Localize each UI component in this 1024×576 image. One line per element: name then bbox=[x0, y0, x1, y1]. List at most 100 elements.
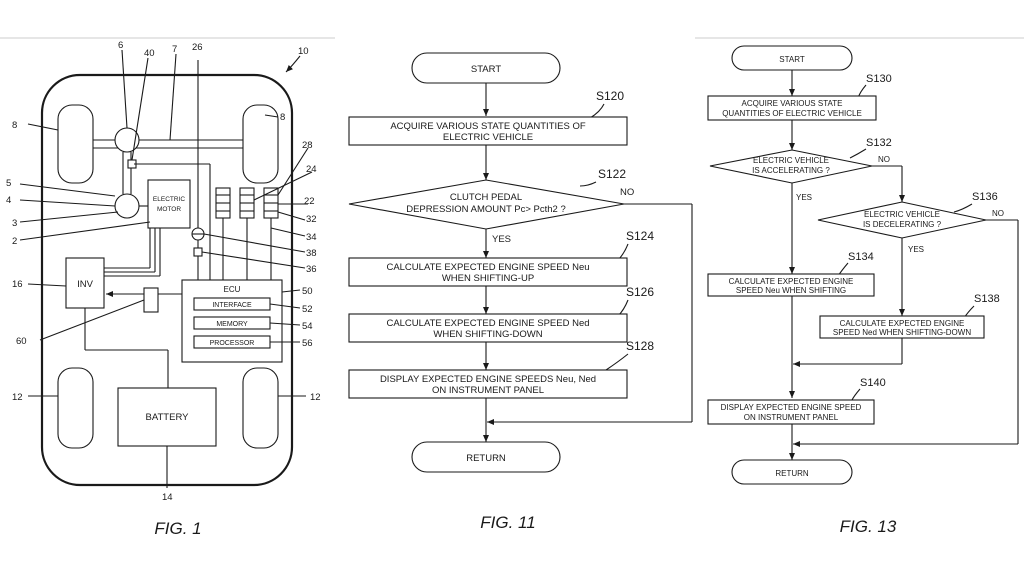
ref-14: 14 bbox=[162, 492, 173, 503]
fig11-shift-up-line1: CALCULATE EXPECTED ENGINE SPEED Neu bbox=[386, 262, 589, 273]
fig1-caption: FIG. 1 bbox=[154, 519, 201, 538]
fig11-acquire-line1: ACQUIRE VARIOUS STATE QUANTITIES OF bbox=[390, 121, 585, 132]
inverter-label: INV bbox=[77, 279, 94, 290]
fig11-display-box bbox=[348, 369, 628, 399]
fig11-display-line1: DISPLAY EXPECTED ENGINE SPEEDS Neu, Ned bbox=[380, 374, 596, 385]
fig13-step-s140: S140 bbox=[860, 377, 886, 389]
fig13-acquire-line2: QUANTITIES OF ELECTRIC VEHICLE bbox=[722, 109, 862, 118]
ref-10: 10 bbox=[298, 46, 309, 57]
ref-56: 56 bbox=[302, 338, 313, 349]
fig13-no-label-2: NO bbox=[992, 209, 1004, 218]
fig13-return-label: RETURN bbox=[775, 469, 809, 478]
ref-12-left: 12 bbox=[12, 392, 23, 403]
transmission-gear bbox=[114, 193, 140, 219]
ref-32: 32 bbox=[306, 214, 317, 225]
fig13-accelerating-line2: IS ACCELERATING ? bbox=[752, 166, 830, 175]
fig13-step-s130: S130 bbox=[866, 73, 892, 85]
memory-label: MEMORY bbox=[216, 321, 248, 328]
fig11-decision-line2: DEPRESSION AMOUNT Pc> Pcth2 ? bbox=[406, 204, 566, 215]
fig13-step-s136: S136 bbox=[972, 191, 998, 203]
fig13-decelerating-line2: IS DECELERATING ? bbox=[863, 220, 942, 229]
fig11-step-s126: S126 bbox=[626, 285, 654, 299]
fig13-display-box bbox=[707, 399, 875, 425]
fig11-return-label: RETURN bbox=[466, 453, 506, 464]
front-left-wheel bbox=[57, 104, 94, 184]
fig11-step-s120: S120 bbox=[596, 89, 624, 103]
ref-7: 7 bbox=[172, 44, 177, 55]
fig11-yes-label: YES bbox=[492, 234, 511, 245]
fig11-step-s122: S122 bbox=[598, 167, 626, 181]
rear-left-wheel bbox=[57, 367, 94, 449]
ref-40: 40 bbox=[144, 48, 155, 59]
processor-label: PROCESSOR bbox=[210, 340, 255, 347]
fig11-no-label: NO bbox=[620, 187, 634, 198]
rear-right-wheel bbox=[242, 367, 279, 449]
fig11-step-s128: S128 bbox=[626, 339, 654, 353]
ref-36: 36 bbox=[306, 264, 317, 275]
fig13-no-label-1: NO bbox=[878, 155, 890, 164]
fig11-shift-down-line1: CALCULATE EXPECTED ENGINE SPEED Ned bbox=[386, 318, 589, 329]
fig11-display-line2: ON INSTRUMENT PANEL bbox=[432, 385, 544, 396]
ref-24: 24 bbox=[306, 164, 317, 175]
fig13-decelerating-line1: ELECTRIC VEHICLE bbox=[864, 210, 940, 219]
fig13-step-s134: S134 bbox=[848, 251, 874, 263]
module-60 bbox=[143, 287, 159, 313]
fig11-decision-line1: CLUTCH PEDAL bbox=[450, 192, 522, 203]
fig13-shift-up-line1: CALCULATE EXPECTED ENGINE bbox=[729, 277, 854, 286]
ref-50: 50 bbox=[302, 286, 313, 297]
fig11-step-s124: S124 bbox=[626, 229, 654, 243]
fig13-accelerating-line1: ELECTRIC VEHICLE bbox=[753, 156, 829, 165]
ref-3: 3 bbox=[12, 218, 17, 229]
fig13-step-s138: S138 bbox=[974, 293, 1000, 305]
fig11-flowchart: START S120 ACQUIRE VARIOUS STATE QUANTIT… bbox=[348, 52, 693, 532]
fig13-yes-label-2: YES bbox=[908, 245, 924, 254]
fig11-start-label: START bbox=[471, 64, 501, 75]
ref-6: 6 bbox=[118, 40, 123, 51]
ref-38: 38 bbox=[306, 248, 317, 259]
fig11-acquire-box bbox=[348, 116, 628, 146]
fig13-flowchart: START S130 ACQUIRE VARIOUS STATE QUANTIT… bbox=[707, 45, 1019, 536]
battery-box bbox=[117, 387, 217, 447]
fig11-shift-up-line2: WHEN SHIFTING-UP bbox=[442, 273, 534, 284]
inverter-box bbox=[65, 257, 105, 309]
fig13-display-line2: ON INSTRUMENT PANEL bbox=[744, 413, 839, 422]
fig11-acquire-line2: ELECTRIC VEHICLE bbox=[443, 132, 533, 143]
ref-34: 34 bbox=[306, 232, 317, 243]
ref-4: 4 bbox=[6, 195, 11, 206]
fig11-shift-down-box bbox=[348, 313, 628, 343]
fig13-yes-label-1: YES bbox=[796, 193, 812, 202]
ref-8-right: 8 bbox=[280, 112, 285, 123]
fig11-shift-down-line2: WHEN SHIFTING-DOWN bbox=[433, 329, 542, 340]
fig13-shift-up-line2: SPEED Neu WHEN SHIFTING bbox=[736, 286, 846, 295]
ref-2: 2 bbox=[12, 236, 17, 247]
fig13-shift-down-line2: SPEED Ned WHEN SHIFTING-DOWN bbox=[833, 328, 971, 337]
fig11-shift-up-box bbox=[348, 257, 628, 287]
ref-12-right: 12 bbox=[310, 392, 321, 403]
electric-motor-box bbox=[147, 179, 191, 229]
ref-60: 60 bbox=[16, 336, 27, 347]
battery-label: BATTERY bbox=[146, 412, 190, 423]
fig13-caption: FIG. 13 bbox=[840, 517, 897, 536]
interface-label: INTERFACE bbox=[212, 302, 252, 309]
electric-motor-label-2: MOTOR bbox=[157, 206, 181, 213]
fig13-display-line1: DISPLAY EXPECTED ENGINE SPEED bbox=[721, 403, 862, 412]
ref-16: 16 bbox=[12, 279, 23, 290]
fig11-caption: FIG. 11 bbox=[480, 513, 535, 532]
ref-52: 52 bbox=[302, 304, 313, 315]
fig13-shift-down-line1: CALCULATE EXPECTED ENGINE bbox=[840, 319, 965, 328]
ref-28: 28 bbox=[302, 140, 313, 151]
fig11-return-terminal bbox=[411, 441, 561, 473]
ref-5: 5 bbox=[6, 178, 11, 189]
fig13-start-label: START bbox=[779, 55, 805, 64]
ref-8-left: 8 bbox=[12, 120, 17, 131]
electric-motor-label-1: ELECTRIC bbox=[153, 196, 185, 203]
fig13-acquire-line1: ACQUIRE VARIOUS STATE bbox=[742, 99, 843, 108]
fig13-return-terminal bbox=[731, 459, 853, 485]
fig1-vehicle-diagram: ELECTRIC MOTOR INV ECU INTERFACE MEMORY bbox=[6, 40, 321, 538]
ecu-label: ECU bbox=[224, 285, 241, 294]
fig13-step-s132: S132 bbox=[866, 137, 892, 149]
ref-26: 26 bbox=[192, 42, 203, 53]
ref-10-arrow bbox=[285, 55, 301, 73]
